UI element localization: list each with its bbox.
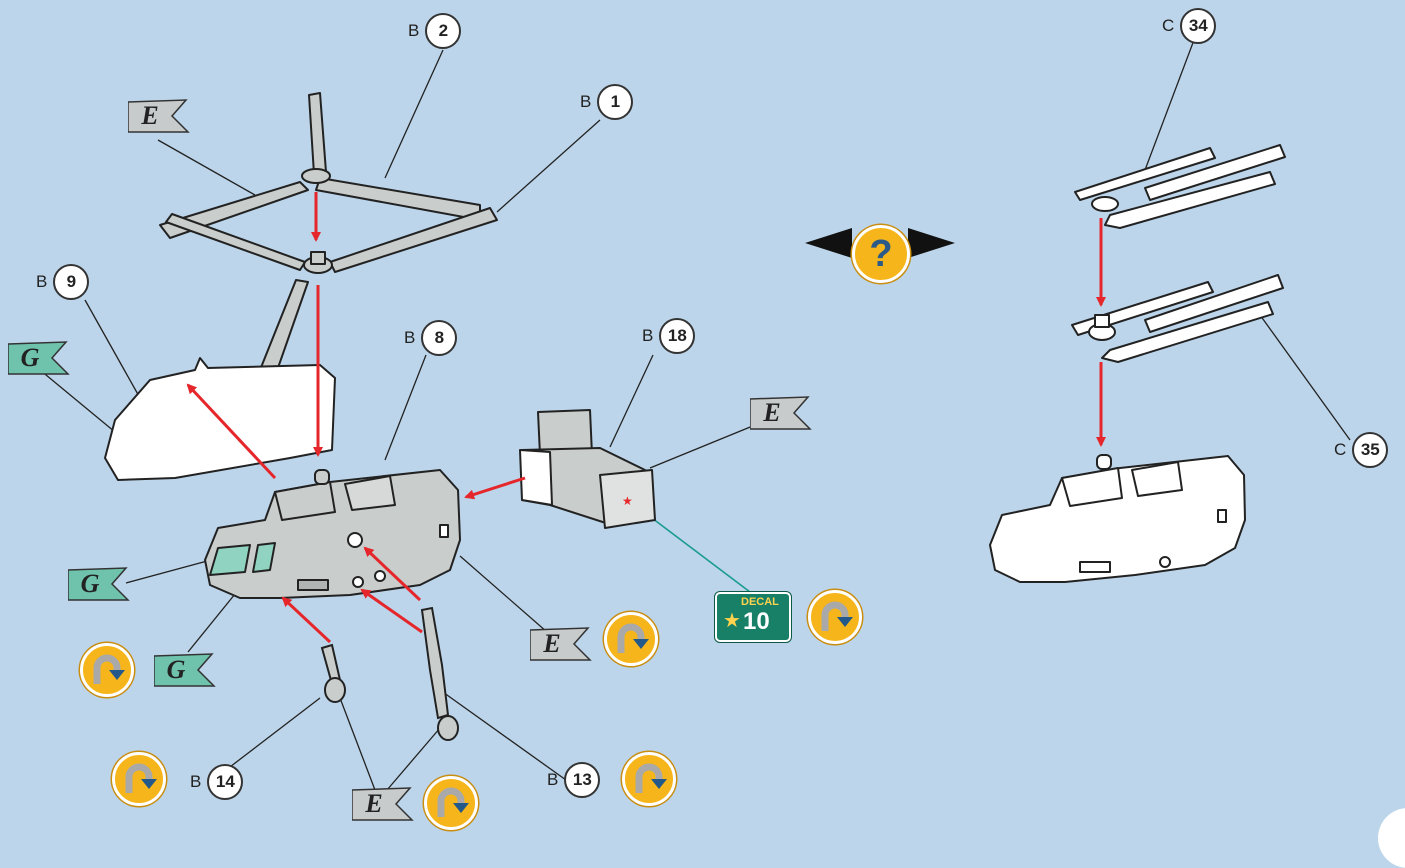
rotor-c34 — [1075, 145, 1285, 228]
landing-gear-b13 — [422, 608, 458, 740]
assembly-diagram: ★ — [0, 0, 1405, 836]
part-b18: ★ — [520, 410, 655, 528]
svg-text:★: ★ — [622, 494, 633, 508]
instruction-page: ★ — [0, 0, 1405, 836]
question-icon[interactable]: ? — [852, 225, 910, 283]
rotor-c35 — [1072, 275, 1283, 362]
flag-e-right: E — [750, 395, 812, 431]
landing-gear-b14 — [322, 645, 345, 702]
helicopter-result — [990, 455, 1245, 582]
rotate-model-icon — [80, 643, 134, 697]
flag-e-top: E — [128, 98, 190, 134]
rotate-model-icon — [622, 752, 676, 806]
rotate-model-icon — [808, 590, 862, 644]
rotate-model-icon — [424, 776, 478, 830]
flag-e-bottom: E — [352, 786, 414, 822]
rotate-model-icon — [604, 612, 658, 666]
flag-e-bottom-right: E — [530, 626, 592, 662]
flag-g-window: G — [68, 566, 130, 602]
fuselage-b8 — [205, 470, 460, 598]
flag-g-nose: G — [154, 652, 216, 688]
rotor-top-part — [160, 93, 497, 272]
star-icon: ★ — [723, 608, 741, 633]
rotate-model-icon — [112, 752, 166, 806]
help-hint[interactable]: ? — [805, 222, 955, 284]
decal-badge: ★ DECAL 10 — [715, 592, 791, 642]
flag-g-cabin: G — [8, 340, 70, 376]
